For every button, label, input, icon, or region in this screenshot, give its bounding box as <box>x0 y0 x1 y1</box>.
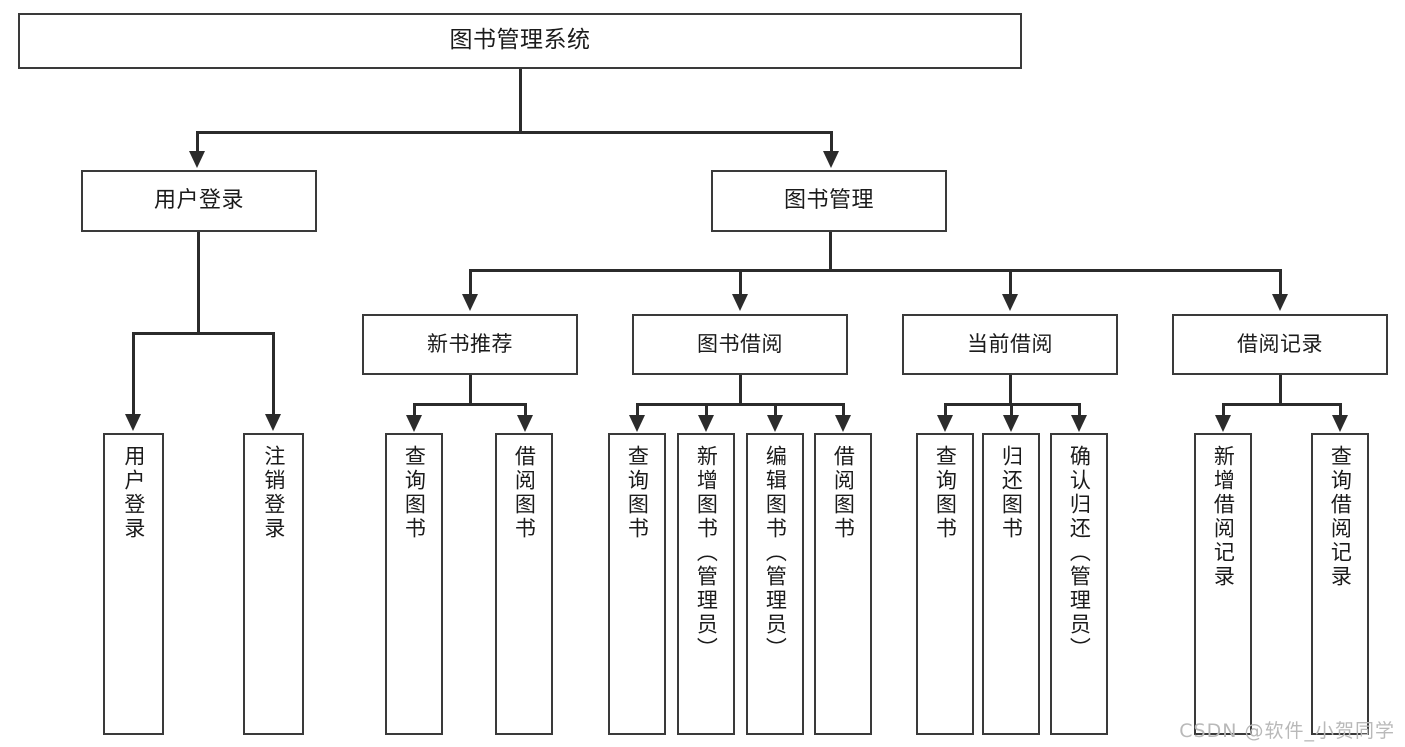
leaf-user-login-login[interactable]: 用户登录 <box>103 433 164 735</box>
node-user-login[interactable]: 用户登录 <box>81 170 317 232</box>
leaf-book-borrow-edit[interactable]: 编辑图书（管理员） <box>746 433 804 735</box>
edge-drop-current-2 <box>1010 403 1013 417</box>
edge-drop-current-1 <box>944 403 947 417</box>
edge-level3-bus <box>469 269 1279 272</box>
edge-drop-login-1 <box>132 332 135 416</box>
leaf-label: 查询借阅记录 <box>1328 445 1353 589</box>
node-borrow-record[interactable]: 借阅记录 <box>1172 314 1388 375</box>
edge-drop-borrow-record <box>1279 269 1282 296</box>
node-book-management[interactable]: 图书管理 <box>711 170 947 232</box>
edge-new-book-bus <box>413 403 527 406</box>
edge-drop-current-borrow <box>1009 269 1012 296</box>
leaf-user-login-logout[interactable]: 注销登录 <box>243 433 304 735</box>
edge-book-manage-stem <box>829 232 832 272</box>
leaf-book-borrow-query[interactable]: 查询图书 <box>608 433 666 735</box>
edge-drop-borrow-4 <box>842 403 845 417</box>
leaf-book-borrow-borrow[interactable]: 借阅图书 <box>814 433 872 735</box>
arrowhead-borrow-3 <box>767 415 783 432</box>
node-label: 用户登录 <box>153 187 244 213</box>
edge-book-borrow-stem <box>739 375 742 405</box>
leaf-label: 借阅图书 <box>512 445 537 541</box>
arrowhead-borrow-record <box>1272 294 1288 311</box>
node-label: 图书管理 <box>783 187 874 213</box>
leaf-borrow-record-add[interactable]: 新增借阅记录 <box>1194 433 1252 735</box>
edge-drop-newbook-2 <box>524 403 527 417</box>
edge-drop-borrow-3 <box>774 403 777 417</box>
arrowhead-book-borrow <box>732 294 748 311</box>
edge-borrow-record-bus <box>1222 403 1341 406</box>
arrowhead-login-1 <box>125 414 141 431</box>
edge-book-borrow-bus <box>636 403 844 406</box>
arrowhead-current-1 <box>937 415 953 432</box>
leaf-current-borrow-return[interactable]: 归还图书 <box>982 433 1040 735</box>
edge-new-book-stem <box>469 375 472 405</box>
node-label: 新书推荐 <box>427 332 513 357</box>
arrowhead-record-1 <box>1215 415 1231 432</box>
arrowhead-record-2 <box>1332 415 1348 432</box>
leaf-label: 查询图书 <box>933 445 958 541</box>
arrowhead-borrow-4 <box>835 415 851 432</box>
node-current-borrow[interactable]: 当前借阅 <box>902 314 1118 375</box>
arrowhead-user-login <box>189 151 205 168</box>
node-new-book-recommend[interactable]: 新书推荐 <box>362 314 578 375</box>
edge-drop-borrow-1 <box>636 403 639 417</box>
edge-borrow-record-stem <box>1279 375 1282 405</box>
arrowhead-newbook-2 <box>517 415 533 432</box>
leaf-current-borrow-query[interactable]: 查询图书 <box>916 433 974 735</box>
arrowhead-current-2 <box>1003 415 1019 432</box>
leaf-current-borrow-confirm-return[interactable]: 确认归还（管理员） <box>1050 433 1108 735</box>
leaf-new-book-query[interactable]: 查询图书 <box>385 433 443 735</box>
arrowhead-current-borrow <box>1002 294 1018 311</box>
node-book-borrow[interactable]: 图书借阅 <box>632 314 848 375</box>
edge-drop-book-borrow <box>739 269 742 296</box>
leaf-label: 归还图书 <box>999 445 1024 541</box>
edge-root-stem <box>519 69 522 133</box>
leaf-label: 新增图书（管理员） <box>694 445 719 661</box>
leaf-label: 确认归还（管理员） <box>1067 445 1092 661</box>
edge-drop-login-2 <box>272 332 275 416</box>
leaf-label: 注销登录 <box>261 445 286 541</box>
edge-user-login-stem <box>197 232 200 334</box>
arrowhead-newbook-1 <box>406 415 422 432</box>
arrowhead-book-manage <box>823 151 839 168</box>
leaf-label: 查询图书 <box>625 445 650 541</box>
edge-drop-current-3 <box>1078 403 1081 417</box>
edge-drop-book-manage <box>830 131 833 153</box>
arrowhead-current-3 <box>1071 415 1087 432</box>
edge-level2-bus <box>196 131 833 134</box>
node-root-system[interactable]: 图书管理系统 <box>18 13 1022 69</box>
edge-drop-borrow-2 <box>705 403 708 417</box>
edge-drop-record-1 <box>1222 403 1225 417</box>
node-label: 图书借阅 <box>697 332 783 357</box>
leaf-label: 新增借阅记录 <box>1211 445 1236 589</box>
leaf-label: 查询图书 <box>402 445 427 541</box>
leaf-label: 用户登录 <box>121 445 146 541</box>
leaf-label: 借阅图书 <box>831 445 856 541</box>
edge-drop-newbook-1 <box>413 403 416 417</box>
edge-drop-new-book <box>469 269 472 296</box>
node-label: 借阅记录 <box>1237 332 1323 357</box>
arrowhead-borrow-2 <box>698 415 714 432</box>
edge-user-login-bus <box>132 332 274 335</box>
edge-drop-user-login <box>196 131 199 153</box>
arrowhead-login-2 <box>265 414 281 431</box>
node-label: 图书管理系统 <box>449 27 591 54</box>
leaf-label: 编辑图书（管理员） <box>763 445 788 661</box>
leaf-borrow-record-query[interactable]: 查询借阅记录 <box>1311 433 1369 735</box>
node-label: 当前借阅 <box>967 332 1053 357</box>
edge-drop-record-2 <box>1339 403 1342 417</box>
edge-current-borrow-stem <box>1009 375 1012 405</box>
leaf-new-book-borrow[interactable]: 借阅图书 <box>495 433 553 735</box>
arrowhead-new-book <box>462 294 478 311</box>
leaf-book-borrow-add[interactable]: 新增图书（管理员） <box>677 433 735 735</box>
arrowhead-borrow-1 <box>629 415 645 432</box>
